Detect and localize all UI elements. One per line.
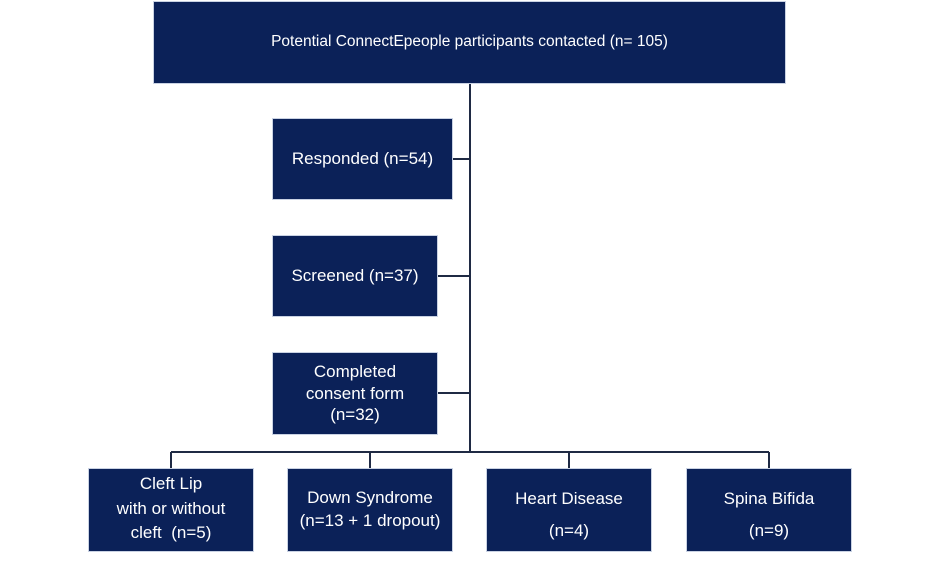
participants-contacted-box: Potential ConnectEpeople participants co…	[153, 1, 786, 84]
responded-box: Responded (n=54)	[272, 118, 453, 200]
consent-line-1: Completed	[313, 361, 397, 381]
consent-form-box: Completed consent form (n=32)	[272, 352, 438, 435]
spina-line-2: (n=9)	[748, 521, 790, 541]
spina-line-1: Spina Bifida	[723, 489, 815, 508]
screened-label: Screened (n=37)	[291, 265, 419, 285]
consent-line-2: consent form	[305, 383, 405, 403]
down-line-1: Down Syndrome	[307, 488, 433, 507]
down-syndrome-box: Down Syndrome (n=13 + 1 dropout)	[287, 468, 453, 552]
heart-line-1: Heart Disease	[515, 489, 623, 508]
cleft-line-2: with or without	[116, 498, 226, 518]
cleft-line-3: cleft (n=5)	[130, 523, 212, 543]
down-line-2: (n=13 + 1 dropout)	[299, 510, 441, 530]
heart-line-2: (n=4)	[548, 521, 590, 541]
consent-line-3: (n=32)	[330, 405, 380, 425]
cleft-lip-box: Cleft Lip with or without cleft (n=5)	[88, 468, 254, 552]
responded-label: Responded (n=54)	[291, 148, 434, 168]
heart-disease-box: Heart Disease (n=4)	[486, 468, 652, 552]
participants-contacted-label: Potential ConnectEpeople participants co…	[271, 33, 668, 51]
screened-box: Screened (n=37)	[272, 235, 438, 317]
spina-bifida-box: Spina Bifida (n=9)	[686, 468, 852, 552]
cleft-line-1: Cleft Lip	[139, 474, 203, 493]
